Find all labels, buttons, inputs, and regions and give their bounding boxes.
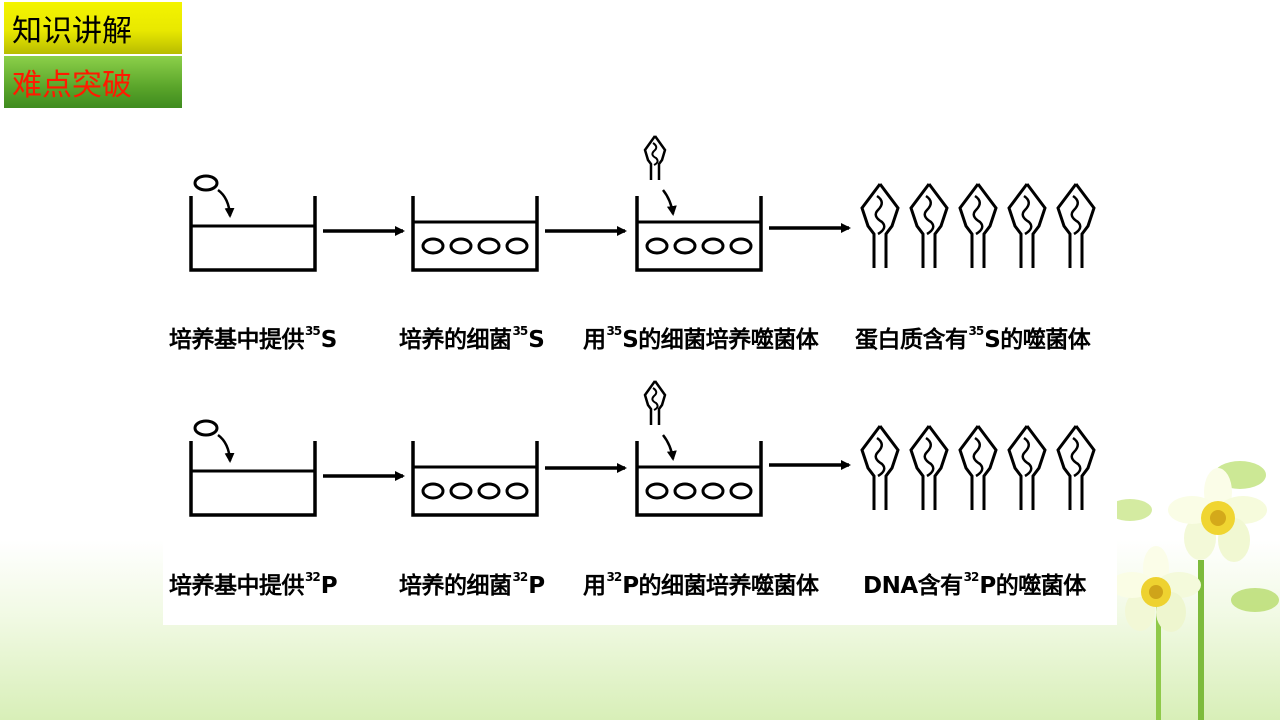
row-2-diagram <box>189 379 1096 517</box>
experiment-diagram <box>189 134 1096 517</box>
caption-medium-s: 培养基中提供35S <box>169 324 337 353</box>
caption-bacteria-p: 培养的细菌32P <box>399 570 545 599</box>
row-1-diagram <box>189 134 1096 272</box>
caption-phage-s: 蛋白质含有35S的噬菌体 <box>855 324 1091 353</box>
caption-medium-p: 培养基中提供32P <box>169 570 338 599</box>
difficulty-tag: 难点突破 <box>4 56 182 108</box>
knowledge-tag: 知识讲解 <box>4 2 182 54</box>
caption-phage-p: DNA含有32P的噬菌体 <box>863 570 1086 599</box>
flower-decoration <box>1108 461 1279 720</box>
caption-culture-p: 用32P的细菌培养噬菌体 <box>583 570 819 599</box>
caption-bacteria-s: 培养的细菌35S <box>399 324 545 353</box>
caption-culture-s: 用35S的细菌培养噬菌体 <box>583 324 819 353</box>
experiment-figure: 培养基中提供35S 培养的细菌35S 用35S的细菌培养噬菌体 蛋白质含有35S… <box>163 120 1117 625</box>
